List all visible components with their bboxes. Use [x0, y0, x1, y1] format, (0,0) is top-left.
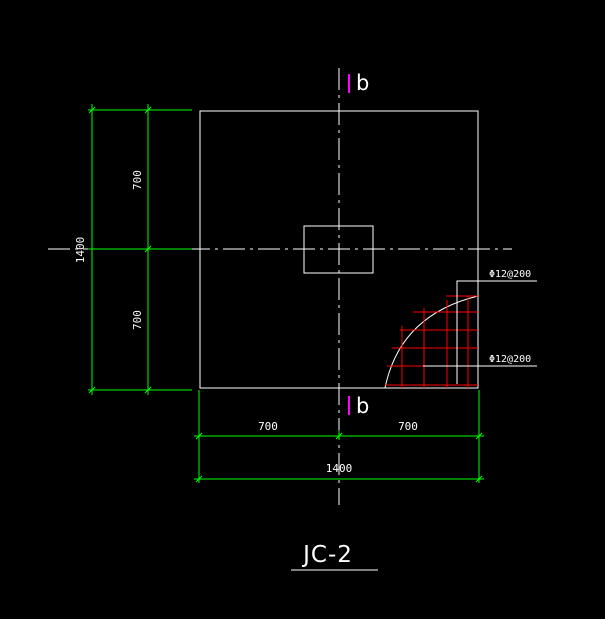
dim-bottom-left: 700 [258, 420, 278, 433]
bottom-tick [475, 432, 483, 440]
section-marker-top: b [348, 71, 369, 95]
rebar-leaders [423, 280, 537, 384]
column-outline [303, 225, 374, 274]
bottom-tick [475, 475, 483, 483]
left-tick [144, 245, 152, 253]
rebar-label-upper: Φ12@200 [489, 269, 531, 280]
bottom-tick [335, 432, 343, 440]
left-tick [88, 106, 96, 114]
drawing-title: JC-2 [301, 542, 353, 568]
dim-bottom-right: 700 [398, 420, 418, 433]
rebar-break-arc [384, 295, 479, 389]
rebar-detail: Φ12@200 Φ12@200 [384, 269, 537, 389]
left-tick [144, 386, 152, 394]
drawing-title-group: JC-2 [291, 542, 378, 571]
section-marker-bottom: b [348, 394, 369, 418]
rebar-grid [385, 295, 478, 388]
rebar-leader-upper [456, 280, 537, 384]
bottom-dimension-group [194, 390, 484, 483]
dim-left-lower: 700 [131, 310, 144, 330]
left-tick [144, 106, 152, 114]
left-dimension-group [88, 104, 192, 395]
dim-bottom-total: 1400 [326, 462, 353, 475]
section-label-bottom: b [356, 394, 369, 418]
center-lines [48, 68, 512, 505]
dim-left-total: 1400 [74, 237, 87, 264]
dim-left-upper: 700 [131, 170, 144, 190]
section-label-top: b [356, 71, 369, 95]
bottom-tick [195, 432, 203, 440]
footing-outline [199, 110, 479, 389]
left-tick [88, 386, 96, 394]
bottom-tick [195, 475, 203, 483]
rebar-label-lower: Φ12@200 [489, 354, 531, 365]
